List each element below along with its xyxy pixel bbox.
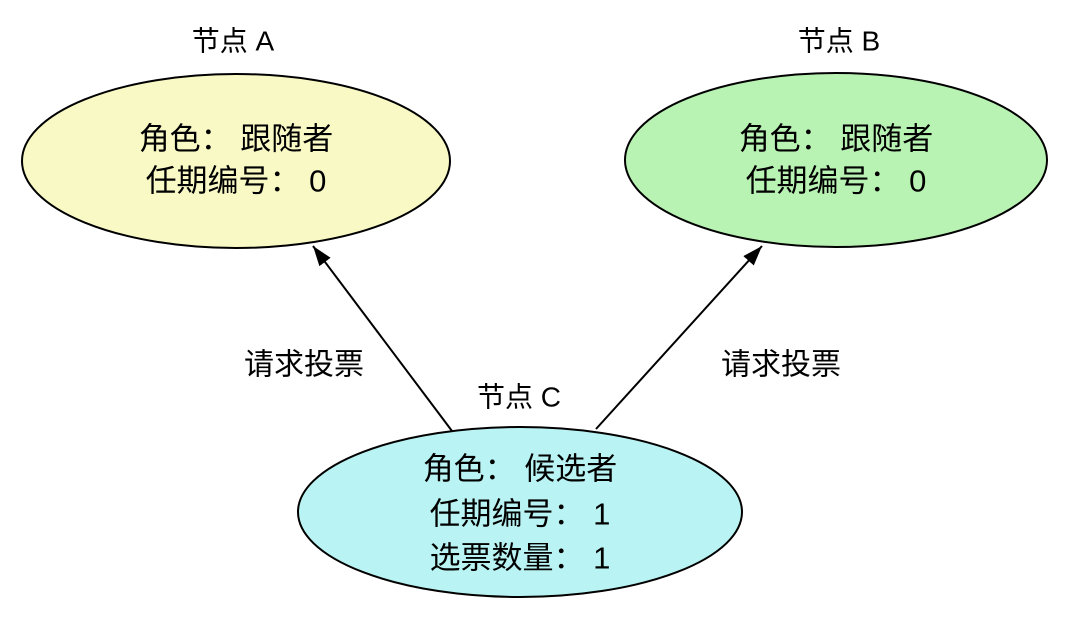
node-c: 节点 C 角色： 候选者 任期编号： 1 选票数量： 1 xyxy=(297,382,743,598)
node-a: 节点 A 角色： 跟随者 任期编号： 0 xyxy=(21,26,451,249)
edge-c-to-b: 请求投票 xyxy=(595,245,841,430)
node-c-role: 角色： 候选者 xyxy=(423,452,618,487)
node-b: 节点 B 角色： 跟随者 任期编号： 0 xyxy=(624,26,1048,248)
node-a-title: 节点 A xyxy=(192,26,275,57)
node-b-term: 任期编号： 0 xyxy=(746,164,927,199)
node-b-ellipse xyxy=(624,72,1048,248)
node-b-title: 节点 B xyxy=(798,26,880,57)
edge-label-c-to-a: 请求投票 xyxy=(244,349,364,382)
node-c-term: 任期编号： 1 xyxy=(430,497,611,532)
node-a-term: 任期编号： 0 xyxy=(146,164,327,199)
node-a-ellipse xyxy=(21,73,451,249)
edge-label-c-to-b: 请求投票 xyxy=(721,349,841,382)
node-b-role: 角色： 跟随者 xyxy=(739,122,934,157)
arrow-c-to-a xyxy=(312,245,453,432)
node-c-votes: 选票数量： 1 xyxy=(430,541,611,576)
arrow-c-to-b xyxy=(595,245,763,430)
edge-c-to-a: 请求投票 xyxy=(244,245,453,432)
node-a-role: 角色： 跟随者 xyxy=(139,122,334,157)
node-c-title: 节点 C xyxy=(477,382,561,413)
node-c-ellipse xyxy=(297,426,743,598)
